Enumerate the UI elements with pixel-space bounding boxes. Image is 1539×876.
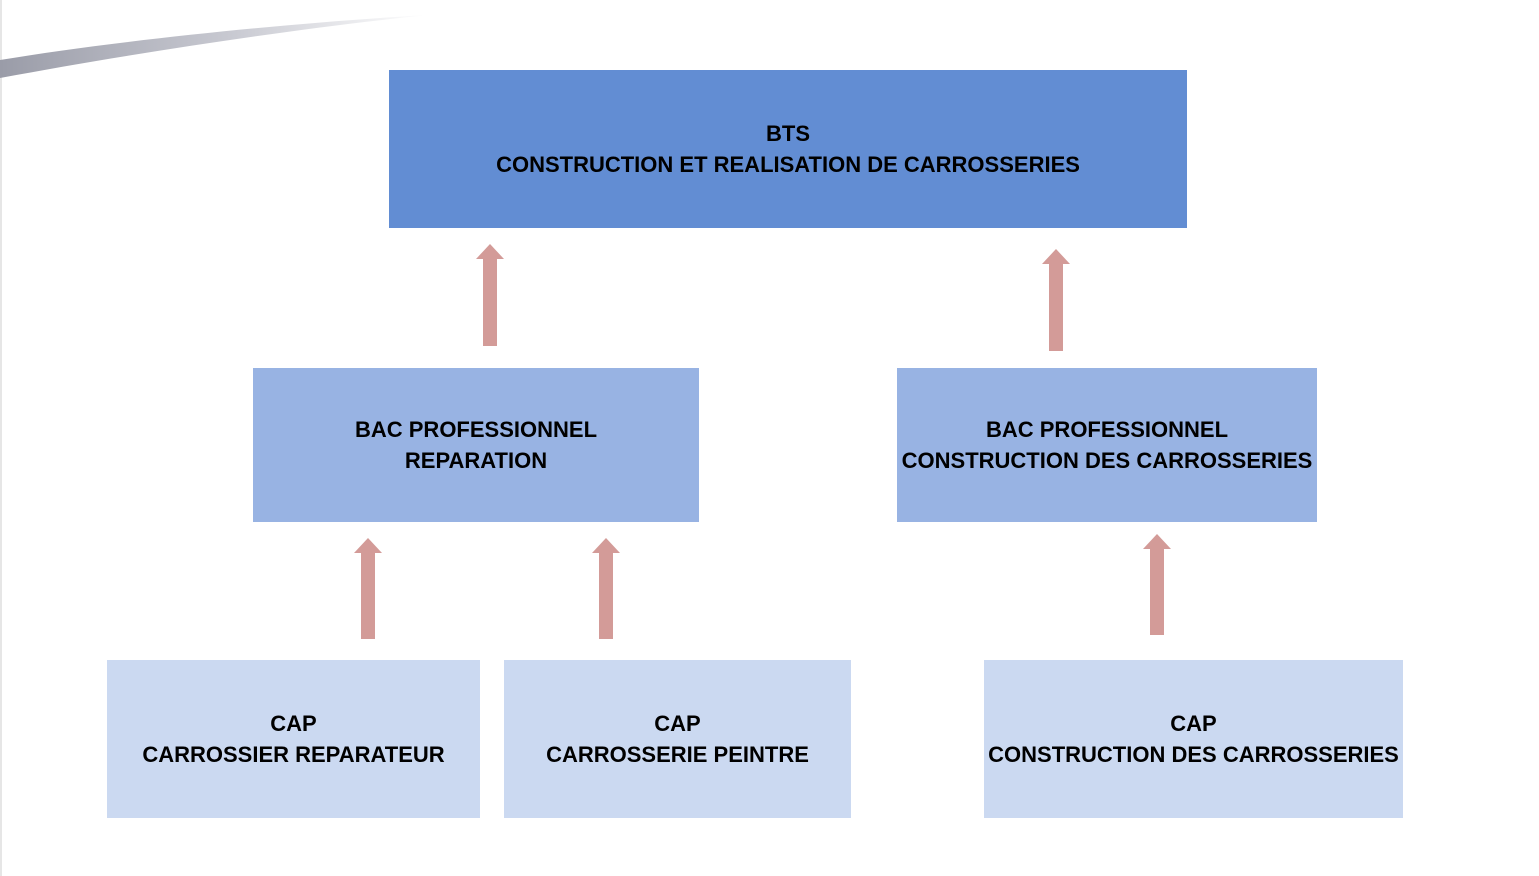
node-bac-construction-title: BAC PROFESSIONNEL [985, 417, 1229, 442]
node-cap-construction-des-carrosseries: CAP CONSTRUCTION DES CARROSSERIES [984, 660, 1403, 818]
node-bts-title: BTS [766, 121, 810, 146]
node-cap-reparateur-title: CAP [270, 711, 317, 736]
node-bac-construction-subtitle: CONSTRUCTION DES CARROSSERIES [901, 448, 1313, 473]
arrow-head [476, 244, 504, 259]
node-bac-reparation-subtitle: REPARATION [404, 448, 548, 473]
node-bts: BTS CONSTRUCTION ET REALISATION DE CARRO… [389, 70, 1187, 228]
node-cap-peintre-title: CAP [654, 711, 701, 736]
node-cap-carrossier-reparateur: CAP CARROSSIER REPARATEUR [107, 660, 480, 818]
arrow-cap-peintre-to-bac-reparation [592, 538, 620, 639]
arrow-shaft [483, 259, 497, 346]
arrow-head [354, 538, 382, 553]
arrow-cap-construction-to-bac-construction [1143, 534, 1171, 635]
arrow-shaft [1150, 549, 1164, 635]
decorative-swoosh [0, 15, 428, 78]
node-cap-carrosserie-peintre: CAP CARROSSERIE PEINTRE [504, 660, 851, 818]
node-bac-reparation: BAC PROFESSIONNEL REPARATION [253, 368, 699, 522]
arrow-shaft [361, 553, 375, 639]
arrow-head [592, 538, 620, 553]
arrow-cap-reparateur-to-bac-reparation [354, 538, 382, 639]
node-cap-peintre-subtitle: CARROSSERIE PEINTRE [546, 742, 809, 767]
node-cap-reparateur-subtitle: CARROSSIER REPARATEUR [142, 742, 445, 767]
node-cap-construction-subtitle: CONSTRUCTION DES CARROSSERIES [988, 742, 1399, 767]
arrow-bac-construction-to-bts [1042, 249, 1070, 351]
arrow-shaft [1049, 264, 1063, 351]
arrow-shaft [599, 553, 613, 639]
arrow-head [1042, 249, 1070, 264]
node-cap-construction-title: CAP [1170, 711, 1217, 736]
node-bts-subtitle: CONSTRUCTION ET REALISATION DE CARROSSER… [496, 152, 1080, 177]
page-left-border [0, 0, 2, 876]
arrow-bac-reparation-to-bts [476, 244, 504, 346]
node-bac-construction: BAC PROFESSIONNEL CONSTRUCTION DES CARRO… [897, 368, 1317, 522]
arrow-head [1143, 534, 1171, 549]
node-bac-reparation-title: BAC PROFESSIONNEL [354, 417, 598, 442]
